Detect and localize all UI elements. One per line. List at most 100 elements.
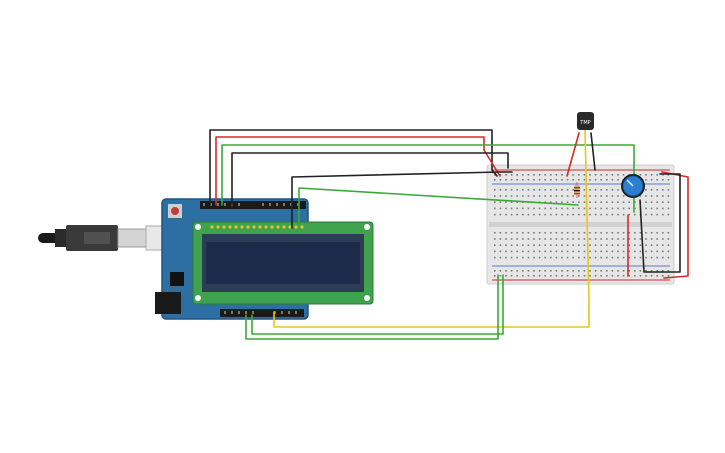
breadboard-hole[interactable] [522,232,524,234]
wire-black-2[interactable] [231,152,509,206]
breadboard-hole[interactable] [650,207,653,210]
breadboard-hole[interactable] [600,256,602,259]
breadboard-hole[interactable] [656,232,658,234]
breadboard-hole[interactable] [494,250,496,253]
breadboard-hole[interactable] [583,195,586,197]
breadboard-hole[interactable] [544,232,546,234]
breadboard-hole[interactable] [622,201,625,203]
breadboard-hole[interactable] [527,244,530,246]
breadboard-hole[interactable] [561,201,563,203]
breadboard-hole[interactable] [516,189,518,191]
breadboard-hole[interactable] [544,270,546,272]
breadboard-hole[interactable] [533,207,535,210]
breadboard-hole[interactable] [611,238,614,240]
breadboard-hole[interactable] [566,238,569,240]
breadboard-hole[interactable] [583,270,586,272]
breadboard-hole[interactable] [516,250,518,253]
breadboard-hole[interactable] [527,270,530,272]
breadboard-hole[interactable] [561,275,563,277]
breadboard-hole[interactable] [606,238,608,240]
breadboard-hole[interactable] [617,275,619,277]
breadboard-hole[interactable] [561,256,563,259]
breadboard-hole[interactable] [516,275,518,277]
breadboard-hole[interactable] [589,244,591,246]
potentiometer[interactable] [621,174,645,198]
breadboard-hole[interactable] [617,207,619,210]
breadboard-hole[interactable] [499,244,502,246]
breadboard-hole[interactable] [662,250,664,253]
temperature-sensor[interactable]: TMP [577,112,594,130]
breadboard-hole[interactable] [650,195,653,197]
breadboard-hole[interactable] [505,244,507,246]
breadboard-hole[interactable] [634,270,636,272]
breadboard-hole[interactable] [589,250,591,253]
breadboard-hole[interactable] [578,244,580,246]
breadboard-hole[interactable] [667,189,670,191]
breadboard-hole[interactable] [650,238,653,240]
wire-black-1[interactable] [209,129,498,206]
breadboard-hole[interactable] [589,213,591,216]
breadboard-hole[interactable] [600,195,602,197]
breadboard-hole[interactable] [555,213,558,216]
breadboard-hole[interactable] [499,250,502,253]
breadboard-hole[interactable] [510,213,513,216]
breadboard-hole[interactable] [499,270,502,272]
breadboard-hole[interactable] [550,189,552,191]
breadboard-hole[interactable] [566,179,569,181]
breadboard-hole[interactable] [634,256,636,259]
breadboard-hole[interactable] [578,275,580,277]
breadboard-hole[interactable] [650,270,653,272]
breadboard-hole[interactable] [606,244,608,246]
breadboard-hole[interactable] [667,270,670,272]
breadboard-hole[interactable] [594,275,597,277]
breadboard-hole[interactable] [505,250,507,253]
breadboard-hole[interactable] [572,232,574,234]
breadboard-hole[interactable] [662,270,664,272]
breadboard-hole[interactable] [516,195,518,197]
breadboard-hole[interactable] [505,275,507,277]
breadboard-hole[interactable] [527,213,530,216]
breadboard-hole[interactable] [645,275,647,277]
wire-green-2[interactable] [298,187,579,231]
breadboard-hole[interactable] [645,270,647,272]
breadboard-hole[interactable] [611,275,614,277]
breadboard-hole[interactable] [600,213,602,216]
breadboard-hole[interactable] [606,189,608,191]
breadboard-hole[interactable] [538,195,541,197]
breadboard-hole[interactable] [516,207,518,210]
breadboard-hole[interactable] [561,179,563,181]
breadboard-hole[interactable] [622,232,625,234]
breadboard-hole[interactable] [550,179,552,181]
breadboard-hole[interactable] [578,232,580,234]
breadboard-hole[interactable] [550,213,552,216]
breadboard-hole[interactable] [572,201,574,203]
breadboard-hole[interactable] [650,250,653,253]
breadboard-hole[interactable] [662,213,664,216]
breadboard-hole[interactable] [561,270,563,272]
breadboard-hole[interactable] [555,232,558,234]
breadboard-hole[interactable] [589,207,591,210]
breadboard-hole[interactable] [505,232,507,234]
breadboard-hole[interactable] [622,238,625,240]
breadboard-hole[interactable] [606,179,608,181]
breadboard-hole[interactable] [533,238,535,240]
breadboard-hole[interactable] [566,270,569,272]
breadboard-hole[interactable] [494,275,496,277]
breadboard-hole[interactable] [505,189,507,191]
breadboard-hole[interactable] [606,201,608,203]
breadboard-hole[interactable] [538,238,541,240]
breadboard-hole[interactable] [611,213,614,216]
breadboard-hole[interactable] [522,195,524,197]
breadboard-hole[interactable] [594,189,597,191]
breadboard-hole[interactable] [494,232,496,234]
breadboard-hole[interactable] [662,232,664,234]
breadboard-hole[interactable] [522,179,524,181]
breadboard-hole[interactable] [555,174,558,176]
breadboard-hole[interactable] [499,195,502,197]
breadboard-hole[interactable] [566,275,569,277]
breadboard-hole[interactable] [538,250,541,253]
breadboard-hole[interactable] [550,256,552,259]
breadboard-hole[interactable] [510,250,513,253]
breadboard-hole[interactable] [622,174,625,176]
breadboard-hole[interactable] [622,195,625,197]
